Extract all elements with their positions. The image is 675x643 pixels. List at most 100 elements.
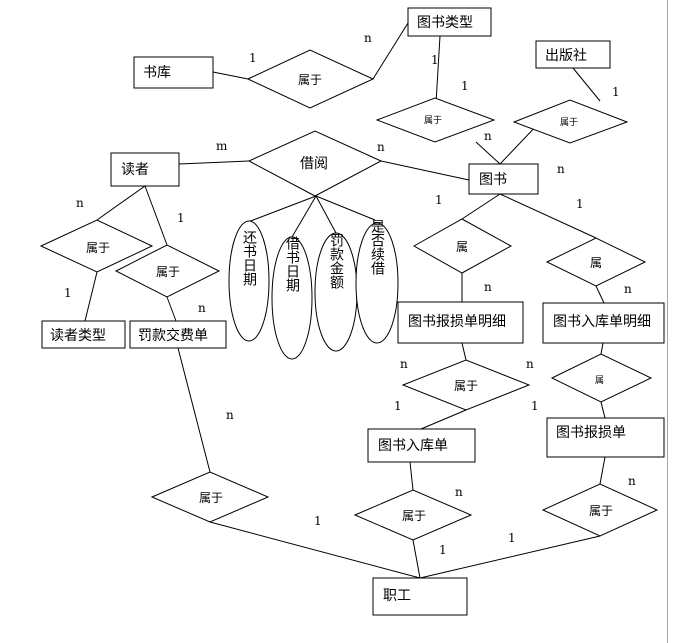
cardinality-label: n bbox=[526, 357, 534, 371]
cardinality-label: n bbox=[455, 485, 463, 499]
attribute-label: 是否续借 bbox=[369, 219, 385, 275]
edge bbox=[166, 296, 177, 322]
cardinality-labels: 1 n 1 n 1 n m n n 1 1 n 1 1 n n n n 1 1 … bbox=[64, 31, 636, 557]
relationship-shu-duzhe-leixing: 属于 bbox=[39, 219, 154, 273]
relationship-label: 属于 bbox=[156, 265, 180, 279]
relationship-label: 属 bbox=[590, 256, 602, 270]
relationship-label: 属 bbox=[595, 375, 604, 386]
cardinality-label: 1 bbox=[461, 79, 469, 93]
edge bbox=[412, 539, 421, 579]
edge bbox=[315, 195, 376, 221]
cardinality-label: n bbox=[484, 280, 492, 294]
entity-chubanshe: 出版社 bbox=[535, 40, 611, 69]
entity-duzhe: 读者 bbox=[110, 152, 180, 187]
cardinality-label: n bbox=[198, 301, 206, 315]
cardinality-label: m bbox=[216, 139, 228, 153]
entity-tushu: 图书 bbox=[468, 163, 539, 195]
entity-tushu-leixing: 图书类型 bbox=[407, 7, 492, 37]
entity-label: 职工 bbox=[383, 588, 411, 604]
right-border-line bbox=[667, 0, 668, 643]
entity-baosun-mingxi: 图书报损单明细 bbox=[397, 301, 524, 344]
attribute-jieshu-riqi: 借书日期 bbox=[271, 236, 313, 360]
relationship-label: 属于 bbox=[454, 379, 478, 393]
relationship-shu-fakuan-zhigong: 属于 bbox=[150, 471, 270, 523]
edge bbox=[600, 401, 606, 419]
relationship-shu-baosun-mingxi: 属 bbox=[412, 218, 513, 274]
edge bbox=[96, 185, 146, 221]
cardinality-label: 1 bbox=[394, 399, 402, 413]
relationship-label: 借阅 bbox=[300, 156, 328, 172]
entity-shuku: 书库 bbox=[133, 56, 214, 89]
cardinality-label: n bbox=[484, 129, 492, 143]
relationship-shu-baosun-zhigong: 属于 bbox=[541, 483, 659, 537]
entity-label: 出版社 bbox=[545, 48, 587, 64]
entity-label: 书库 bbox=[143, 65, 171, 81]
attribute-shifou-xujie: 是否续借 bbox=[355, 219, 399, 344]
relationship-shu-mingxi-ruku: 属于 bbox=[401, 359, 531, 411]
edge bbox=[461, 342, 467, 361]
attribute-huanshu-riqi: 还书日期 bbox=[228, 220, 270, 342]
cardinality-label: 1 bbox=[439, 543, 447, 557]
edge bbox=[291, 195, 317, 238]
cardinality-label: 1 bbox=[314, 514, 322, 528]
edge bbox=[475, 141, 501, 165]
entity-label: 读者类型 bbox=[50, 327, 106, 344]
entity-duzhe-leixing: 读者类型 bbox=[41, 320, 126, 349]
edge bbox=[209, 521, 421, 579]
cardinality-label: n bbox=[400, 357, 408, 371]
edge bbox=[595, 285, 605, 304]
cardinality-label: 1 bbox=[435, 193, 443, 207]
entity-label: 罚款交费单 bbox=[138, 327, 208, 344]
cardinality-label: n bbox=[628, 474, 636, 488]
relationship-label: 属于 bbox=[199, 491, 223, 505]
entity-label: 图书报损单 bbox=[556, 425, 626, 441]
cardinality-label: n bbox=[76, 196, 84, 210]
attribute-label: 罚款金额 bbox=[328, 233, 344, 289]
entity-ruku-dan: 图书入库单 bbox=[367, 428, 476, 463]
cardinality-label: 1 bbox=[249, 51, 257, 65]
edge bbox=[499, 193, 597, 239]
relationship-jieyue: 借阅 bbox=[247, 130, 383, 197]
relationship-shu-fakuan: 属于 bbox=[114, 244, 221, 298]
relationship-shu-ruku-mingxi: 属 bbox=[545, 237, 647, 287]
entity-label: 图书类型 bbox=[417, 15, 473, 31]
edge bbox=[84, 271, 98, 322]
cardinality-label: n bbox=[226, 408, 234, 422]
edge bbox=[177, 347, 211, 473]
entity-baosun-dan: 图书报损单 bbox=[546, 417, 665, 458]
entity-label: 图书入库单明细 bbox=[553, 314, 651, 330]
cardinality-label: n bbox=[364, 31, 372, 45]
edge bbox=[178, 160, 250, 165]
edge bbox=[419, 535, 601, 579]
edge bbox=[409, 461, 414, 491]
edge bbox=[461, 193, 501, 220]
attribute-label: 借书日期 bbox=[284, 236, 300, 293]
edge bbox=[372, 22, 409, 80]
cardinality-label: n bbox=[557, 162, 565, 176]
entity-fakuan-jiaofeidan: 罚款交费单 bbox=[129, 320, 227, 349]
edge bbox=[572, 67, 601, 102]
edge bbox=[247, 195, 317, 223]
relationship-shu-ruku-zhigong: 属于 bbox=[353, 489, 473, 541]
relationship-shu-chubanshe: 属于 bbox=[512, 99, 629, 144]
relationship-label: 属于 bbox=[424, 115, 442, 126]
relationship-shu-leixing: 属于 bbox=[375, 97, 496, 143]
cardinality-label: n bbox=[377, 140, 385, 154]
cardinality-label: 1 bbox=[431, 53, 439, 67]
relationship-shu-mingxi-baosun: 属 bbox=[550, 353, 653, 403]
attribute-fakuan-jine: 罚款金额 bbox=[314, 232, 358, 352]
entity-zhigong: 职工 bbox=[372, 577, 468, 616]
edge bbox=[212, 71, 249, 80]
cardinality-label: 1 bbox=[508, 531, 516, 545]
cardinality-label: n bbox=[624, 282, 632, 296]
relationship-label: 属于 bbox=[402, 509, 426, 523]
relationship-label: 属 bbox=[456, 240, 468, 254]
edge bbox=[420, 409, 467, 430]
edge bbox=[144, 185, 168, 246]
relationship-label: 属于 bbox=[560, 117, 578, 128]
relationship-label: 属于 bbox=[298, 73, 322, 87]
edge bbox=[380, 160, 470, 181]
edge bbox=[599, 456, 606, 485]
entity-ruku-mingxi: 图书入库单明细 bbox=[542, 302, 665, 344]
cardinality-label: 1 bbox=[576, 197, 584, 211]
